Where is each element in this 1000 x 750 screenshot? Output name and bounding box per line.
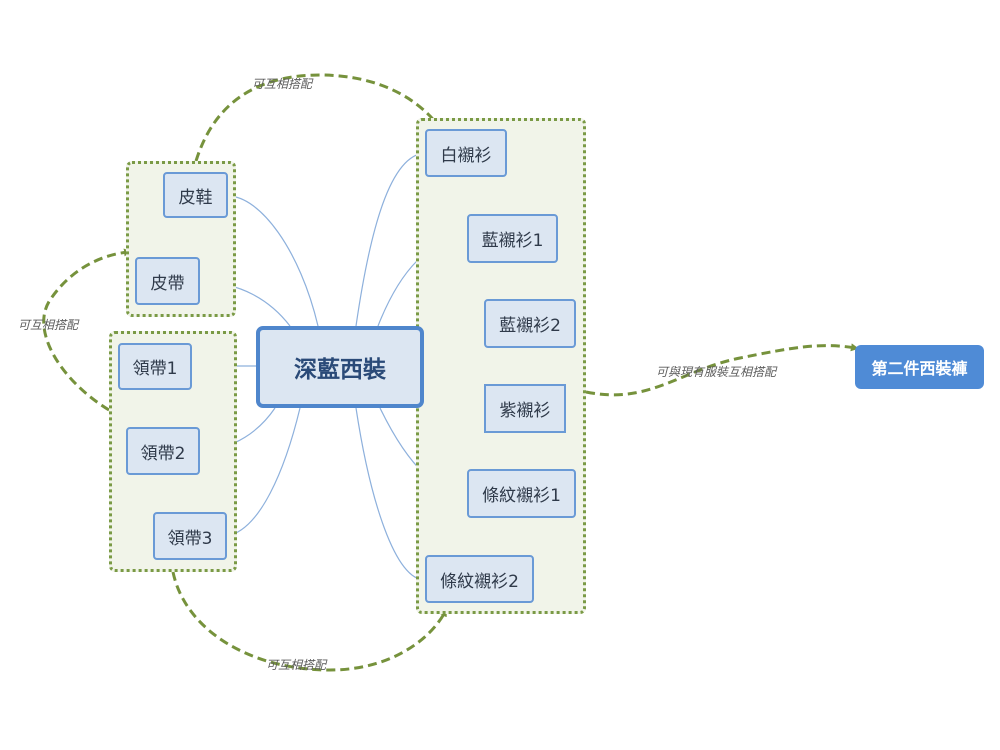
connector-label-shirts-target: 可與現有服裝互相搭配 [656, 365, 777, 379]
link-to-tie-3 [226, 407, 301, 537]
shirt-striped-2-node[interactable]: 條紋襯衫2 [425, 555, 534, 603]
shirt-blue-2-node[interactable]: 藍襯衫2 [484, 299, 576, 348]
tie-2-node[interactable]: 領帶2 [126, 427, 200, 475]
link-to-shirt-white [355, 152, 426, 327]
shirts-group [416, 118, 586, 614]
connector-label-shoes-shirts: 可互相搭配 [252, 77, 313, 91]
connector-label-belt-ties: 可互相搭配 [18, 318, 79, 332]
connector-shoes-to-shirts [194, 73, 443, 162]
belt-node[interactable]: 皮帶 [135, 257, 200, 305]
tie-1-node[interactable]: 領帶1 [118, 343, 192, 390]
connector-ties-to-shirts [171, 571, 447, 672]
shirt-striped-1-node[interactable]: 條紋襯衫1 [467, 469, 576, 518]
connector-shirts-to-target [585, 343, 859, 397]
link-to-shoes [227, 195, 319, 327]
shirt-blue-1-node[interactable]: 藍襯衫1 [467, 214, 558, 263]
central-topic[interactable]: 深藍西裝 [256, 326, 424, 408]
shirt-white-node[interactable]: 白襯衫 [425, 129, 507, 177]
target-pants-node[interactable]: 第二件西裝褲 [855, 345, 984, 389]
shoes-node[interactable]: 皮鞋 [163, 172, 228, 218]
tie-3-node[interactable]: 領帶3 [153, 512, 227, 560]
connector-ties-to-belt [42, 248, 132, 412]
connector-label-ties-shirts: 可互相搭配 [266, 658, 327, 672]
link-to-shirt-striped-2 [355, 407, 426, 581]
shirt-purple-node[interactable]: 紫襯衫 [484, 384, 566, 433]
